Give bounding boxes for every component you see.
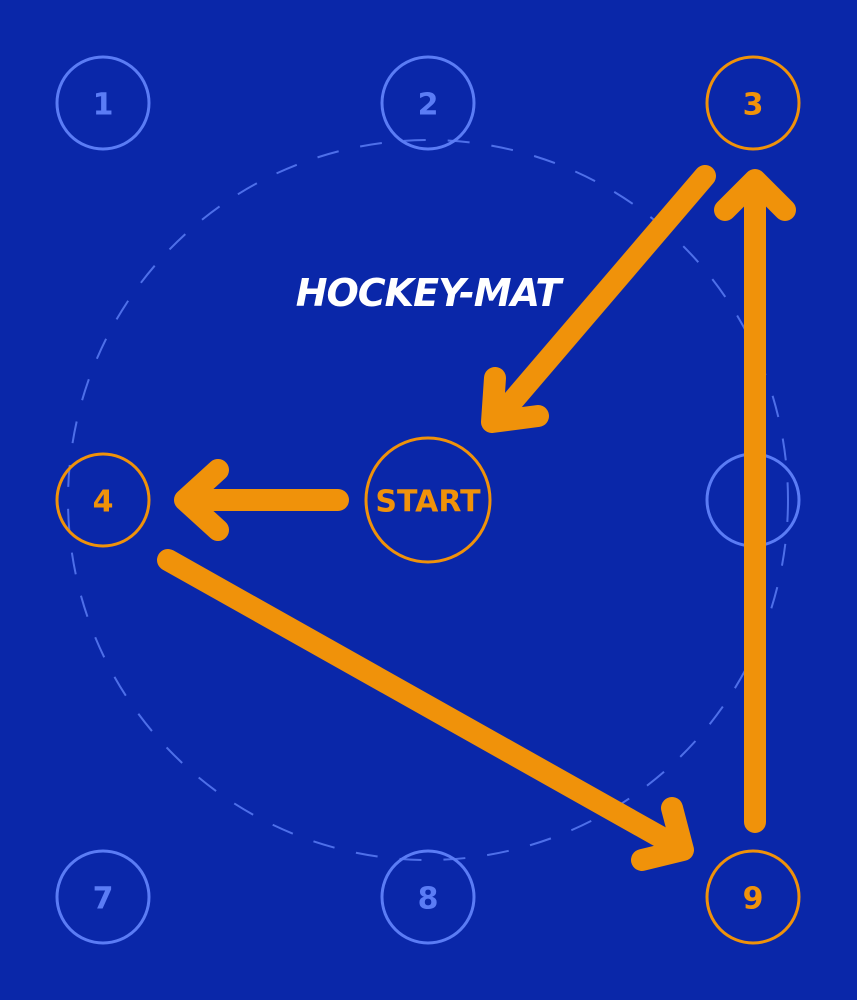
- station-label: 8: [418, 882, 439, 917]
- station-circle: [705, 55, 801, 151]
- station-circle: [55, 849, 151, 945]
- station-circle: [55, 55, 151, 151]
- station-label: 3: [743, 88, 764, 123]
- station-circle: [380, 55, 476, 151]
- station-label: 9: [743, 882, 764, 917]
- arrow-3-to-start: [481, 165, 716, 433]
- arrow-start-to-4: [174, 459, 349, 541]
- arrow-4-to-9: [157, 549, 694, 871]
- dashed-center-circle: [67, 139, 789, 861]
- station-label: START: [375, 485, 481, 520]
- logo: HOCKEY-MAT: [296, 271, 565, 315]
- station-3: 3: [705, 55, 801, 151]
- station-circle: [364, 436, 492, 564]
- station-1: 1: [55, 55, 151, 151]
- station-label: 2: [418, 88, 439, 123]
- station-circle: [705, 849, 801, 945]
- arrow-9-to-3: [714, 169, 796, 833]
- station-2: 2: [380, 55, 476, 151]
- station-4: 4: [55, 452, 151, 548]
- station-7: 7: [55, 849, 151, 945]
- station-start: START: [364, 436, 492, 564]
- station-label: 1: [93, 88, 114, 123]
- station-label: 4: [93, 485, 114, 520]
- station-8: 8: [380, 849, 476, 945]
- station-circle: [380, 849, 476, 945]
- station-9: 9: [705, 849, 801, 945]
- station-label: 7: [93, 882, 114, 917]
- station-circle: [55, 452, 151, 548]
